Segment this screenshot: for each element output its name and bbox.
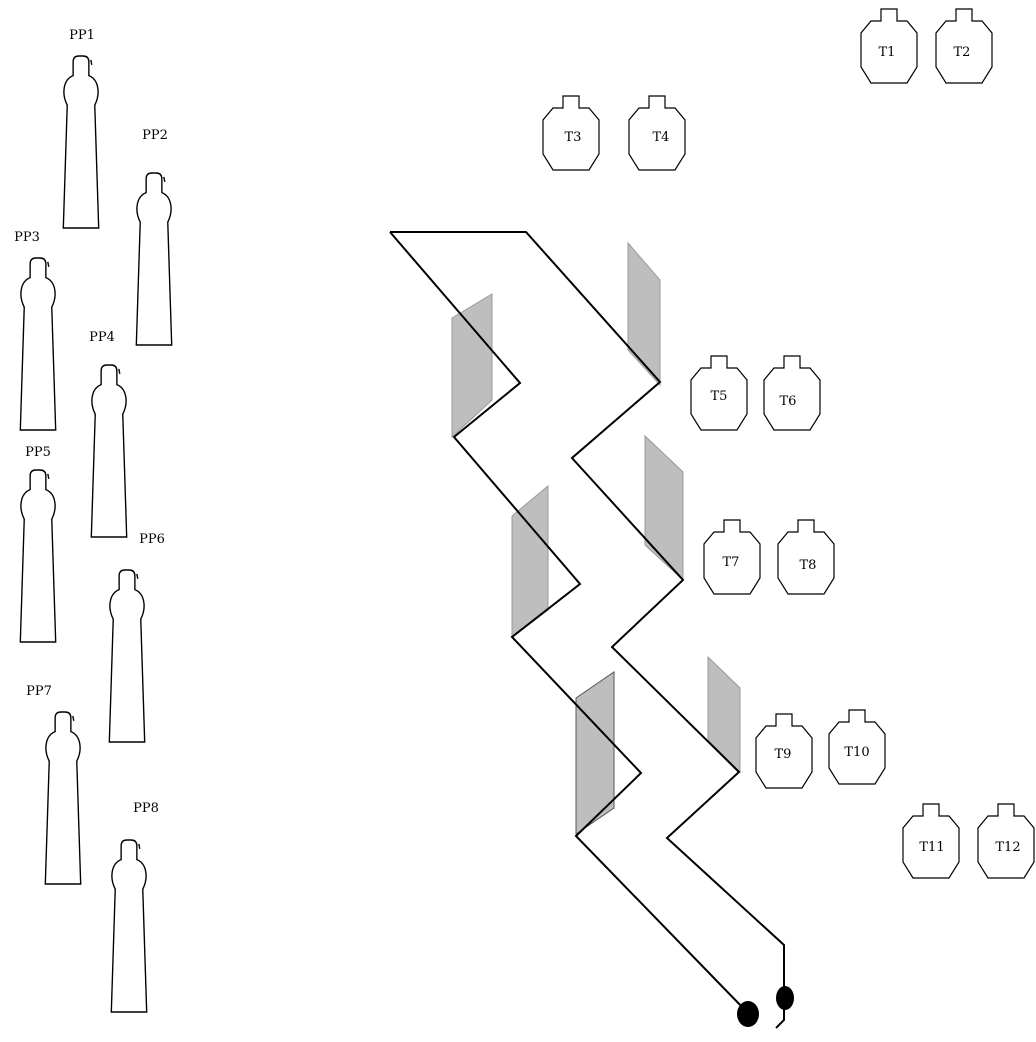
silhouette-label: PP1 [69,28,95,43]
barrier-panel [627,241,661,387]
bottle-label: T10 [844,745,869,760]
bottle-label: T4 [653,130,670,145]
bottle-target: T3 [542,95,600,171]
silhouette-target: PP5 [19,445,57,643]
bottle-target: T7 [703,519,761,595]
bottle-label: T9 [775,747,792,762]
bottle-label: T11 [919,840,944,855]
silhouette-label: PP3 [14,230,40,245]
bottle-targets: T1 T2 T3 T4 T5 T6 T7 T8 [542,8,1035,879]
silhouette-target: PP8 [110,801,159,1013]
silhouette-target: PP4 [89,330,128,538]
bottle-target: T10 [828,709,886,785]
course-path [389,231,785,1029]
silhouette-target: PP3 [14,230,57,431]
barrier-panels [451,241,741,835]
silhouette-target: PP7 [26,684,82,885]
bottle-target: T1 [860,8,918,84]
shooter-marker [776,986,794,1010]
bottle-target: T2 [935,8,993,84]
bottle-label: T12 [995,840,1020,855]
silhouette-label: PP7 [26,684,52,699]
silhouette-targets: PP1 PP2 PP3 PP4 PP5 PP6 PP7 PP8 [14,28,173,1013]
shooter-markers [737,986,794,1027]
shooter-marker [737,1001,759,1027]
silhouette-target: PP1 [62,28,100,229]
bottle-label: T5 [711,389,728,404]
silhouette-label: PP4 [89,330,115,345]
bottle-label: T2 [954,45,971,60]
silhouette-target: PP2 [135,128,173,346]
bottle-target: T12 [977,803,1035,879]
bottle-label: T8 [800,558,817,573]
bottle-target: T6 [763,355,821,431]
silhouette-target: PP6 [108,532,165,743]
silhouette-label: PP6 [139,532,165,547]
bottle-label: T6 [780,394,797,409]
bottle-label: T1 [879,45,896,60]
course-path-right-edge [390,231,785,1029]
bottle-target: T4 [628,95,686,171]
bottle-target: T5 [690,355,748,431]
silhouette-label: PP5 [25,445,51,460]
bottle-label: T3 [565,130,582,145]
silhouette-label: PP8 [133,801,159,816]
barrier-panel [707,655,741,774]
bottle-target: T11 [902,803,960,879]
bottle-target: T8 [777,519,835,595]
bottle-target: T9 [755,713,813,789]
barrier-panel [575,671,615,835]
barrier-panel [451,293,493,439]
bottle-label: T7 [723,555,740,570]
course-path-left-edge [389,231,746,1011]
silhouette-label: PP2 [142,128,168,143]
